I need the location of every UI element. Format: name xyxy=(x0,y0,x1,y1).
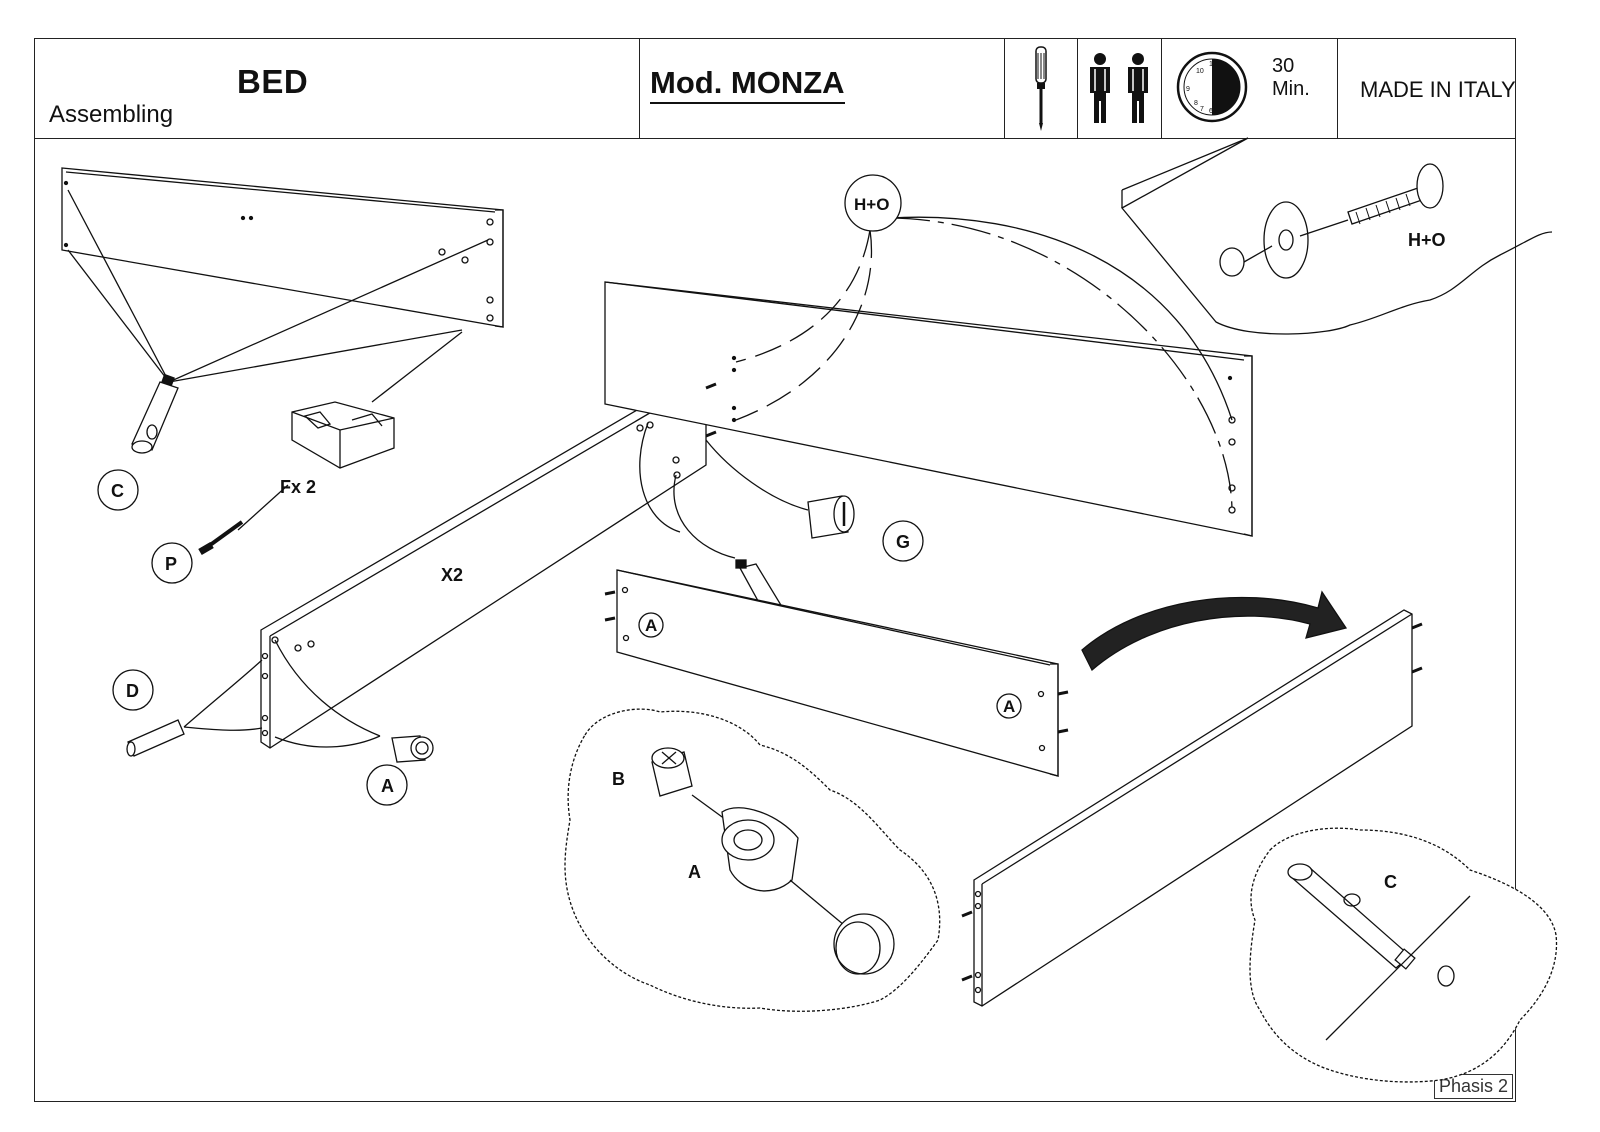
screw-p xyxy=(198,520,244,556)
bolt-guides xyxy=(735,229,873,421)
callout-a-left: A xyxy=(381,776,394,796)
dowel-d xyxy=(126,659,263,757)
made-in-label: MADE IN ITALY xyxy=(1360,77,1516,102)
time-unit: Min. xyxy=(1272,78,1310,100)
page-subtitle: Assembling xyxy=(49,101,174,128)
clock-icon: 12 9 10 8 67 xyxy=(1176,51,1248,123)
callout-x2: X2 xyxy=(441,565,463,585)
svg-text:9: 9 xyxy=(1186,86,1190,93)
assembly-time: 30 Min. xyxy=(1272,55,1310,101)
svg-text:7: 7 xyxy=(1200,106,1204,113)
top-left-panel xyxy=(61,167,504,383)
detail-cam-cloud xyxy=(564,708,941,1012)
instruction-sheet: BED Assembling Mod. MONZA xyxy=(34,38,1516,1102)
cam-lock-a-left xyxy=(391,735,434,763)
short-panel-a xyxy=(604,569,1069,777)
callout-fx2: Fx 2 xyxy=(280,477,316,497)
model-name: Mod. MONZA xyxy=(650,66,845,104)
cam-g xyxy=(705,439,855,539)
title-cell: BED Assembling xyxy=(35,39,640,138)
detail-label-b: B xyxy=(612,769,625,789)
headboard-panel xyxy=(604,281,1253,537)
detail-label-a: A xyxy=(688,862,701,882)
time-value: 30 xyxy=(1272,55,1295,77)
bolt-guide-arc-2 xyxy=(889,217,1233,511)
callout-ho: H+O xyxy=(854,195,889,214)
callout-p: P xyxy=(165,554,177,574)
svg-text:6: 6 xyxy=(1209,108,1213,115)
detail-label-c: C xyxy=(1384,872,1397,892)
screwdriver-icon xyxy=(1035,46,1047,131)
rotated-side-panel xyxy=(961,609,1423,1007)
detail-dowel-cloud xyxy=(1249,827,1558,1083)
tool-cell xyxy=(1005,39,1078,138)
corner-bracket xyxy=(237,331,463,531)
header-bar: BED Assembling Mod. MONZA xyxy=(35,39,1517,139)
detail-label-ho: H+O xyxy=(1408,230,1446,250)
callout-a-panel-left: A xyxy=(645,616,657,635)
callout-c: C xyxy=(111,481,124,501)
panel-dowels-right xyxy=(705,382,717,438)
two-persons-icon xyxy=(1090,53,1148,123)
cam-bolt-c xyxy=(131,373,179,454)
rotation-arrow-icon xyxy=(1081,590,1348,672)
callout-d: D xyxy=(126,681,139,701)
callout-a-panel-right: A xyxy=(1003,697,1015,716)
callout-g: G xyxy=(896,532,910,552)
page-title: BED xyxy=(237,63,309,100)
callout-circles xyxy=(97,174,1022,806)
people-cell xyxy=(1078,39,1162,138)
model-cell: Mod. MONZA xyxy=(640,39,1005,138)
svg-text:10: 10 xyxy=(1196,68,1204,75)
detail-bolt-cloud xyxy=(1121,137,1553,335)
bolt-guide-arc xyxy=(889,216,1233,421)
svg-text:12: 12 xyxy=(1209,61,1217,68)
origin-cell: MADE IN ITALY xyxy=(1338,39,1517,138)
svg-text:8: 8 xyxy=(1194,100,1198,107)
